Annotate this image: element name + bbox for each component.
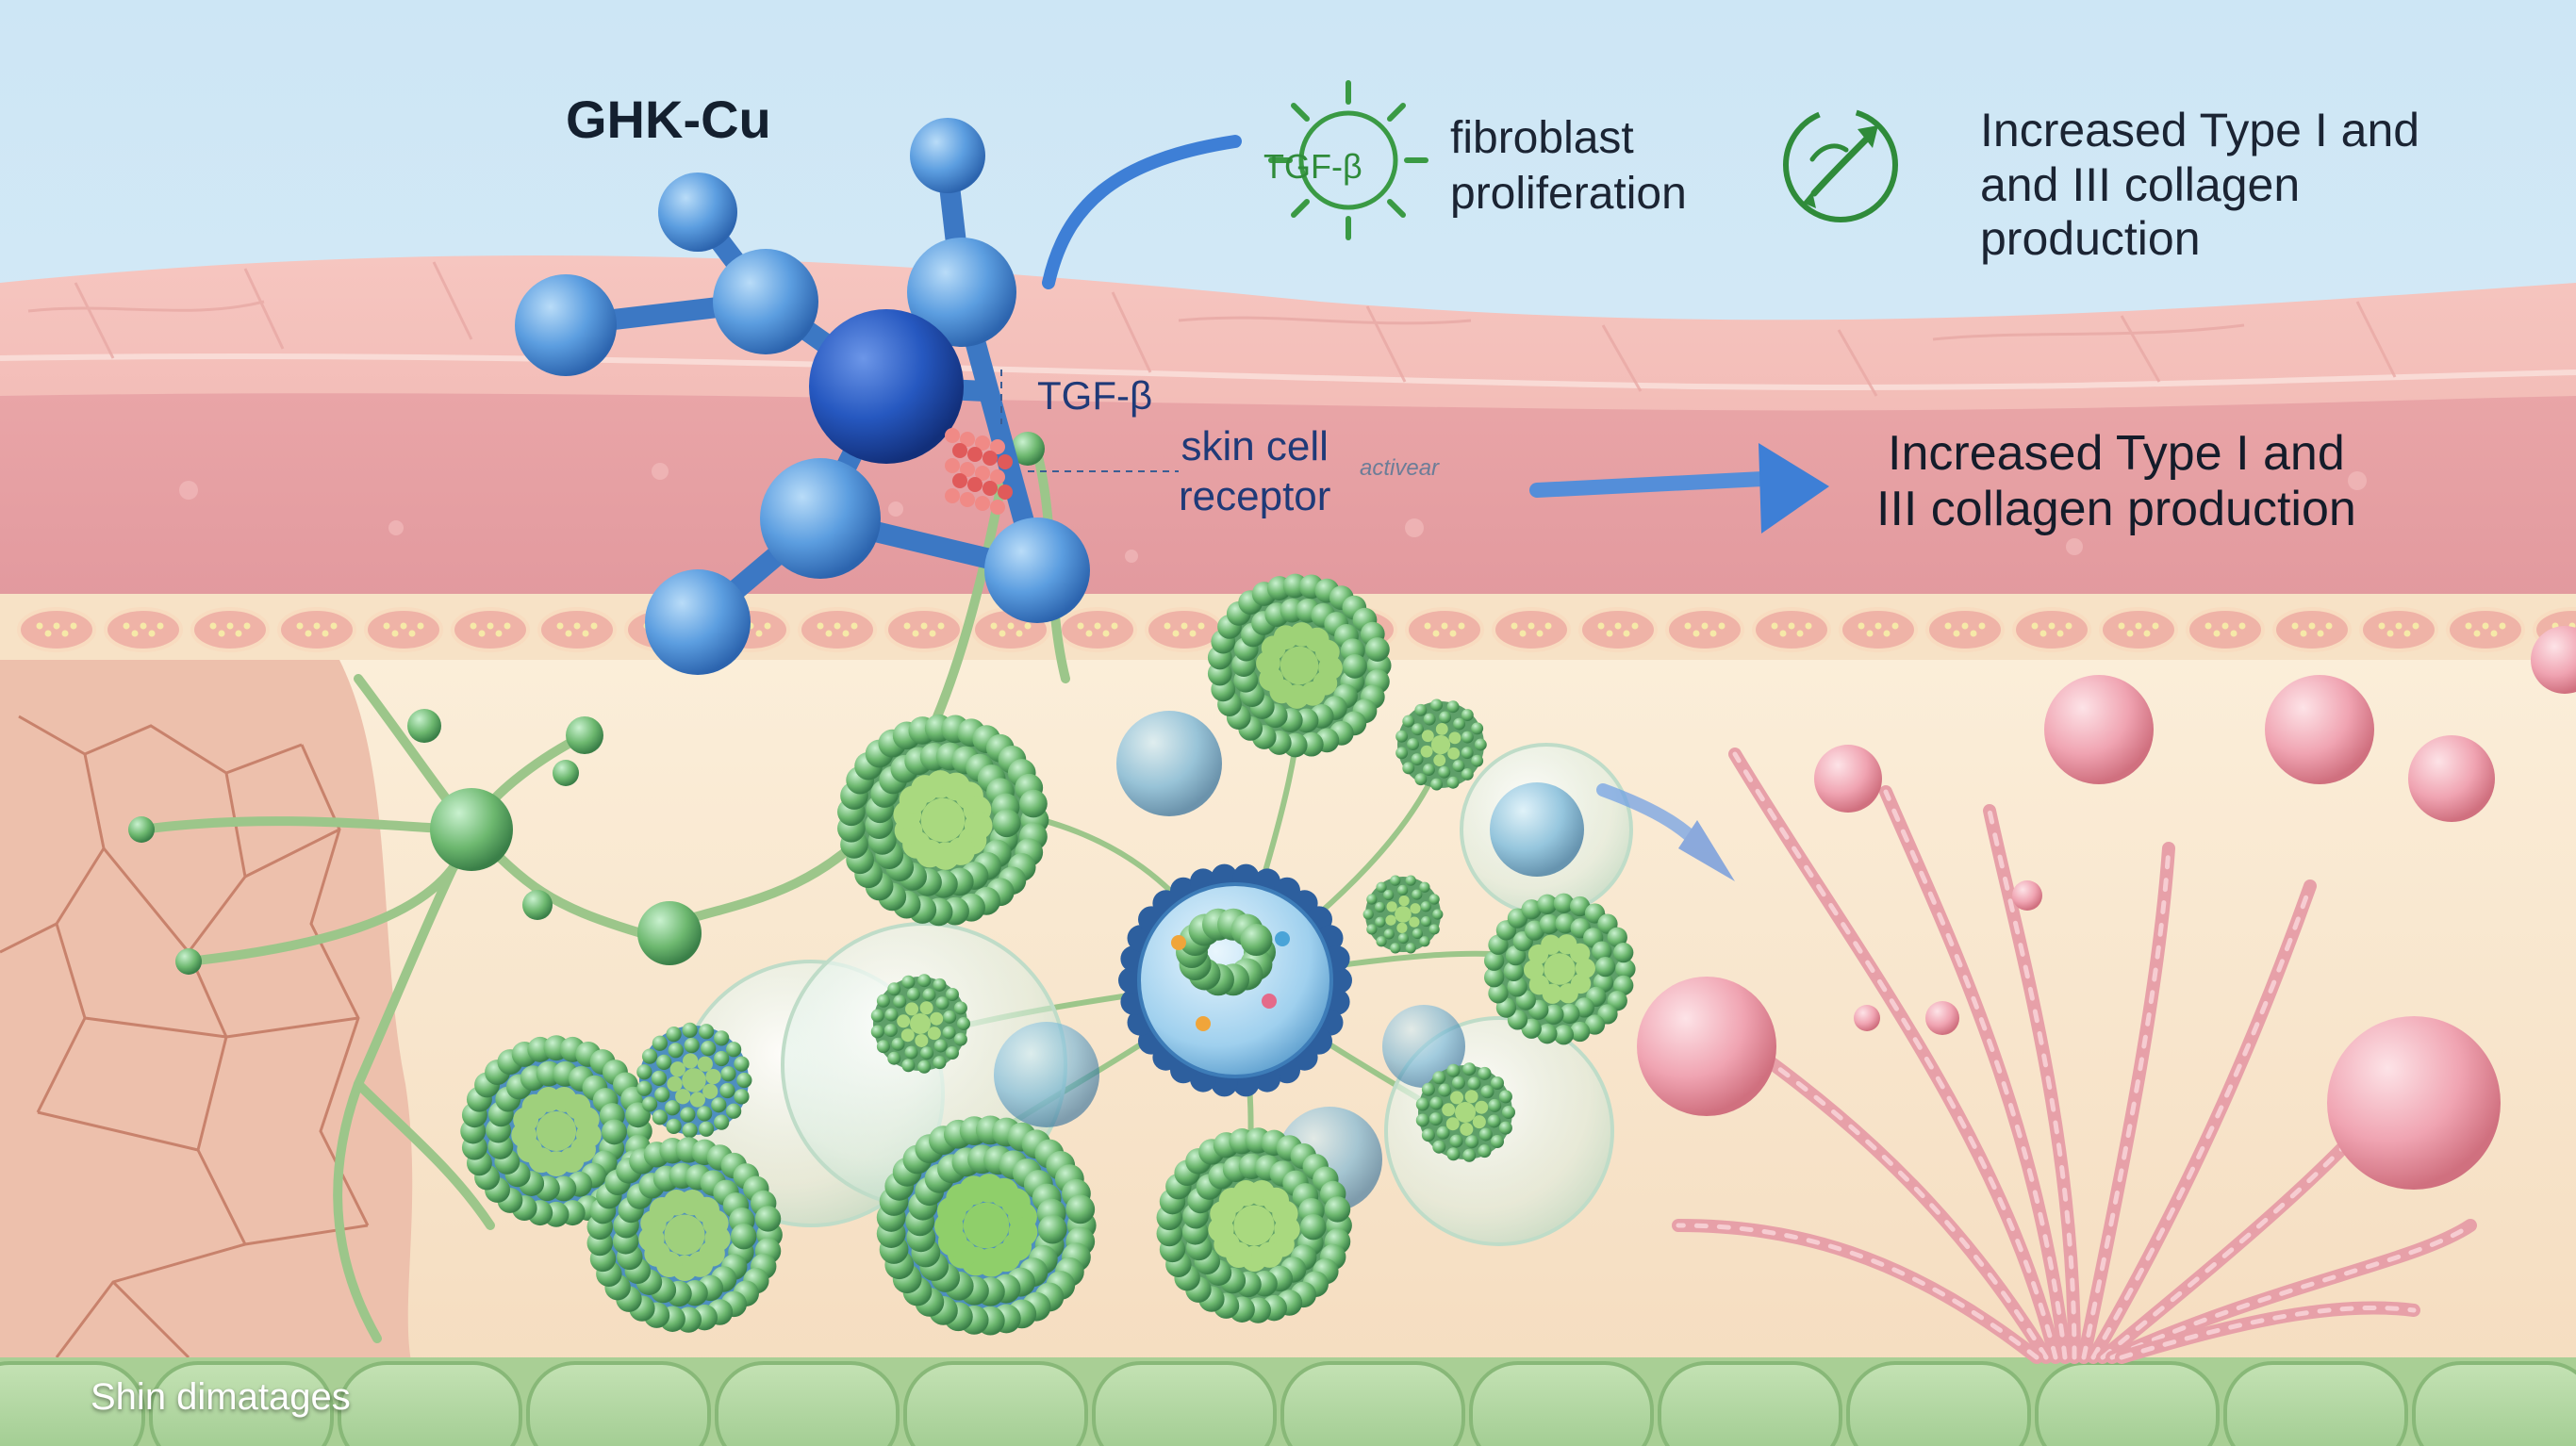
basal-cell [2188, 609, 2263, 650]
molecule-label: GHK-Cu [566, 90, 771, 150]
basal-cell [106, 609, 181, 650]
basal-cell [2274, 609, 2350, 650]
tgf-beta-label: TGF-β [1037, 373, 1152, 418]
central-cell [1118, 864, 1352, 1097]
image-caption: Shin dimatages [91, 1376, 351, 1419]
basal-cell [1494, 609, 1569, 650]
basal-cell [1667, 609, 1742, 650]
basal-cell [366, 609, 441, 650]
basal-cell [539, 609, 615, 650]
hypodermis-cell [339, 1363, 520, 1446]
hypodermis-cell [905, 1363, 1086, 1446]
tgf-beta-icon-label: TGF-β [1263, 147, 1362, 187]
hypodermis-cell [717, 1363, 898, 1446]
basal-cell [1147, 609, 1222, 650]
basal-cell [1927, 609, 2003, 650]
skin-cell-receptor-label: skin cell receptor [1179, 422, 1330, 522]
basal-cell [192, 609, 268, 650]
hypodermis-cell [1660, 1363, 1841, 1446]
basal-cell [19, 609, 94, 650]
hypodermis-cell [2037, 1363, 2218, 1446]
basal-cell [1060, 609, 1135, 650]
collagen-production-label-top: Increased Type I and and III collagen pr… [1980, 104, 2419, 267]
basal-cell [2448, 609, 2523, 650]
hypodermis-cell [528, 1363, 709, 1446]
fibroblast-proliferation-label: fibroblast proliferation [1450, 111, 1687, 222]
collagen-production-label-mid: Increased Type I and III collagen produc… [1876, 426, 2356, 538]
hypodermis-cell [2414, 1363, 2576, 1446]
basal-cell [886, 609, 962, 650]
basal-cell [2014, 609, 2089, 650]
hypodermis-cell [1471, 1363, 1652, 1446]
basal-cell [453, 609, 528, 650]
basal-cell [2361, 609, 2436, 650]
basal-cell [800, 609, 875, 650]
hypodermis-cell [1094, 1363, 1275, 1446]
basal-cell [279, 609, 355, 650]
basal-cell [1580, 609, 1656, 650]
basal-cell [1754, 609, 1829, 650]
hypodermis-cell [1848, 1363, 2029, 1446]
hypodermis-cell [2225, 1363, 2406, 1446]
basal-cell [2101, 609, 2176, 650]
basal-cell [1407, 609, 1482, 650]
activated-label: activear [1360, 456, 1439, 482]
basal-cell [1841, 609, 1916, 650]
hypodermis-cell [1282, 1363, 1463, 1446]
